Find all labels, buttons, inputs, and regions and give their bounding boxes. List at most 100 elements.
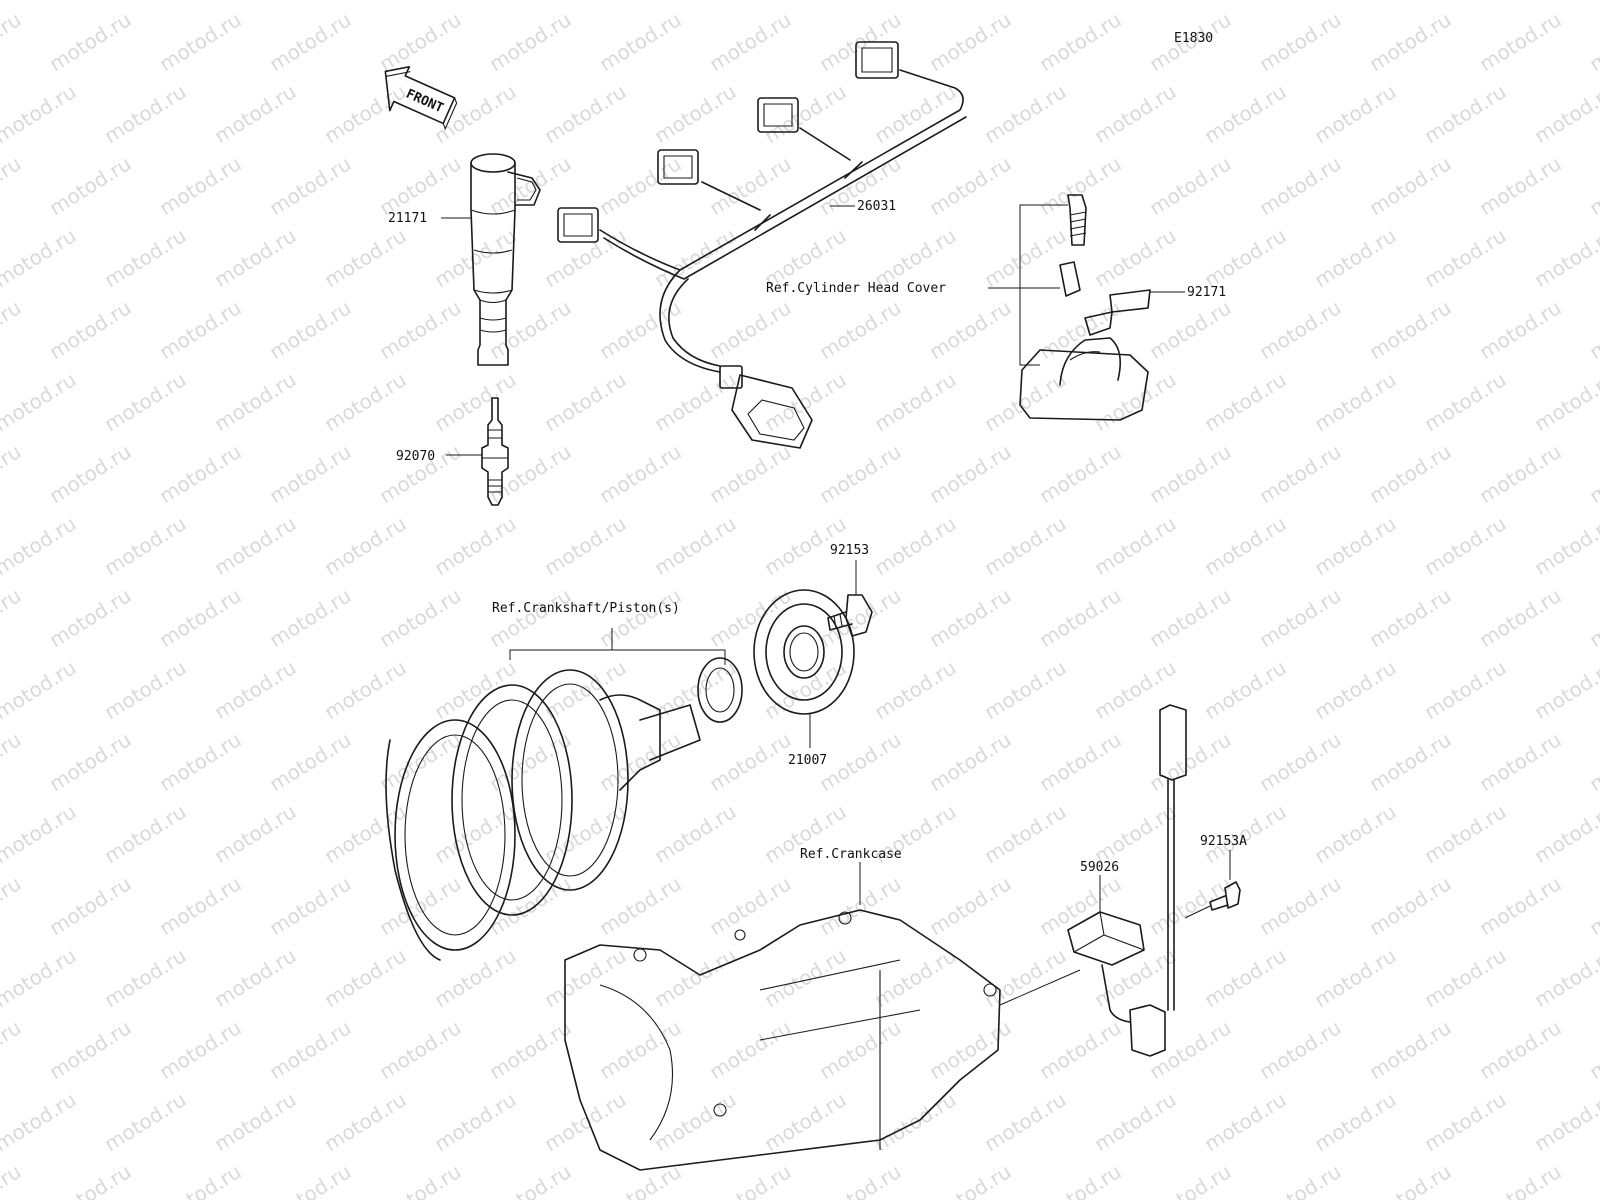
cylinder-head-cover — [1019, 337, 1149, 421]
watermark-text: motod.ru — [1310, 799, 1401, 868]
watermark-text: motod.ru — [1530, 511, 1600, 580]
spark-plug — [481, 397, 509, 506]
watermark-text: motod.ru — [45, 1015, 136, 1084]
watermark-text: motod.ru — [925, 727, 1016, 796]
watermark-text: motod.ru — [1310, 511, 1401, 580]
watermark-text: motod.ru — [705, 439, 796, 508]
bracket-92171 — [1084, 289, 1151, 336]
watermark-text: motod.ru — [980, 0, 1071, 4]
watermark-text: motod.ru — [1365, 727, 1456, 796]
watermark-text: motod.ru — [1420, 655, 1511, 724]
crankshaft-sensor — [999, 704, 1187, 1057]
watermark-text: motod.ru — [870, 79, 961, 148]
watermark-text: motod.ru — [100, 0, 191, 4]
watermark-text: motod.ru — [1090, 511, 1181, 580]
watermark-text: motod.ru — [540, 0, 631, 4]
watermark-text: motod.ru — [1585, 583, 1600, 652]
watermark-text: motod.ru — [1090, 367, 1181, 436]
watermark-text: motod.ru — [1530, 1087, 1600, 1156]
watermark-text: motod.ru — [1475, 1159, 1566, 1200]
watermark-text: motod.ru — [100, 799, 191, 868]
watermark-text: motod.ru — [265, 1015, 356, 1084]
watermark-text: motod.ru — [705, 295, 796, 364]
watermark-text: motod.ru — [1090, 1087, 1181, 1156]
watermark-text: motod.ru — [320, 1087, 411, 1156]
watermark-text: motod.ru — [1200, 655, 1291, 724]
watermark-text: motod.ru — [595, 1015, 686, 1084]
watermark-text: motod.ru — [1365, 295, 1456, 364]
watermark-text: motod.ru — [1585, 871, 1600, 940]
watermark-text: motod.ru — [925, 871, 1016, 940]
watermark-text: motod.ru — [980, 367, 1071, 436]
watermark-text: motod.ru — [265, 871, 356, 940]
watermark-text: motod.ru — [0, 655, 80, 724]
watermark-text: motod.ru — [485, 1015, 576, 1084]
watermark-text: motod.ru — [1530, 943, 1600, 1012]
watermark-text: motod.ru — [595, 727, 686, 796]
watermark-text: motod.ru — [210, 655, 301, 724]
watermark-text: motod.ru — [925, 583, 1016, 652]
watermark-text: motod.ru — [650, 367, 741, 436]
watermark-text: motod.ru — [100, 511, 191, 580]
ignition-coil — [470, 153, 541, 366]
watermark-text: motod.ru — [0, 439, 25, 508]
watermark-text: motod.ru — [815, 295, 906, 364]
watermark-text: motod.ru — [45, 295, 136, 364]
watermark-text: motod.ru — [1475, 439, 1566, 508]
watermark-text: motod.ru — [1200, 511, 1291, 580]
watermark-text: motod.ru — [45, 151, 136, 220]
watermark-text: motod.ru — [265, 1159, 356, 1200]
watermark-text: motod.ru — [650, 79, 741, 148]
watermark-text: motod.ru — [1255, 295, 1346, 364]
watermark-text: motod.ru — [595, 439, 686, 508]
watermark-text: motod.ru — [1365, 151, 1456, 220]
label-59026: 59026 — [1080, 860, 1119, 875]
watermark-text: motod.ru — [760, 367, 851, 436]
watermark-text: motod.ru — [870, 0, 961, 4]
watermark-text: motod.ru — [540, 799, 631, 868]
watermark-text: motod.ru — [595, 871, 686, 940]
watermark-text: motod.ru — [320, 0, 411, 4]
watermark-text: motod.ru — [1310, 223, 1401, 292]
watermark-text: motod.ru — [540, 79, 631, 148]
watermark-text: motod.ru — [375, 1159, 466, 1200]
watermark-text: motod.ru — [925, 295, 1016, 364]
watermark-text: motod.ru — [1365, 7, 1456, 76]
watermark-text: motod.ru — [485, 7, 576, 76]
watermark-text: motod.ru — [1255, 7, 1346, 76]
watermark-text: motod.ru — [0, 1159, 25, 1200]
watermark-text: motod.ru — [705, 1159, 796, 1200]
watermark-text: motod.ru — [1090, 799, 1181, 868]
watermark-text: motod.ru — [1420, 511, 1511, 580]
watermark-text: motod.ru — [0, 583, 25, 652]
watermark-text: motod.ru — [1475, 583, 1566, 652]
watermark-text: motod.ru — [540, 367, 631, 436]
watermark-text: motod.ru — [1145, 871, 1236, 940]
watermark-text: motod.ru — [1420, 943, 1511, 1012]
watermark-text: motod.ru — [540, 943, 631, 1012]
watermark-text: motod.ru — [1420, 799, 1511, 868]
watermark-text: motod.ru — [320, 79, 411, 148]
watermark-text: motod.ru — [1475, 151, 1566, 220]
watermark-text: motod.ru — [485, 295, 576, 364]
watermark-text: motod.ru — [265, 727, 356, 796]
watermark-text: motod.ru — [430, 799, 521, 868]
watermark-text: motod.ru — [1420, 367, 1511, 436]
watermark-text: motod.ru — [1255, 871, 1346, 940]
watermark-text: motod.ru — [980, 223, 1071, 292]
watermark-text: motod.ru — [705, 151, 796, 220]
watermark-text: motod.ru — [925, 151, 1016, 220]
watermark-text: motod.ru — [1035, 151, 1126, 220]
watermark-text: motod.ru — [650, 655, 741, 724]
watermark-text: motod.ru — [100, 223, 191, 292]
watermark-text: motod.ru — [430, 0, 521, 4]
watermark-text: motod.ru — [155, 151, 246, 220]
watermark-text: motod.ru — [430, 1087, 521, 1156]
watermark-text: motod.ru — [0, 799, 80, 868]
watermark-text: motod.ru — [1420, 223, 1511, 292]
watermark-text: motod.ru — [375, 7, 466, 76]
watermark-text: motod.ru — [1475, 871, 1566, 940]
watermark-text: motod.ru — [155, 583, 246, 652]
label-ref-crankshaft: Ref.Crankshaft/Piston(s) — [492, 601, 680, 616]
